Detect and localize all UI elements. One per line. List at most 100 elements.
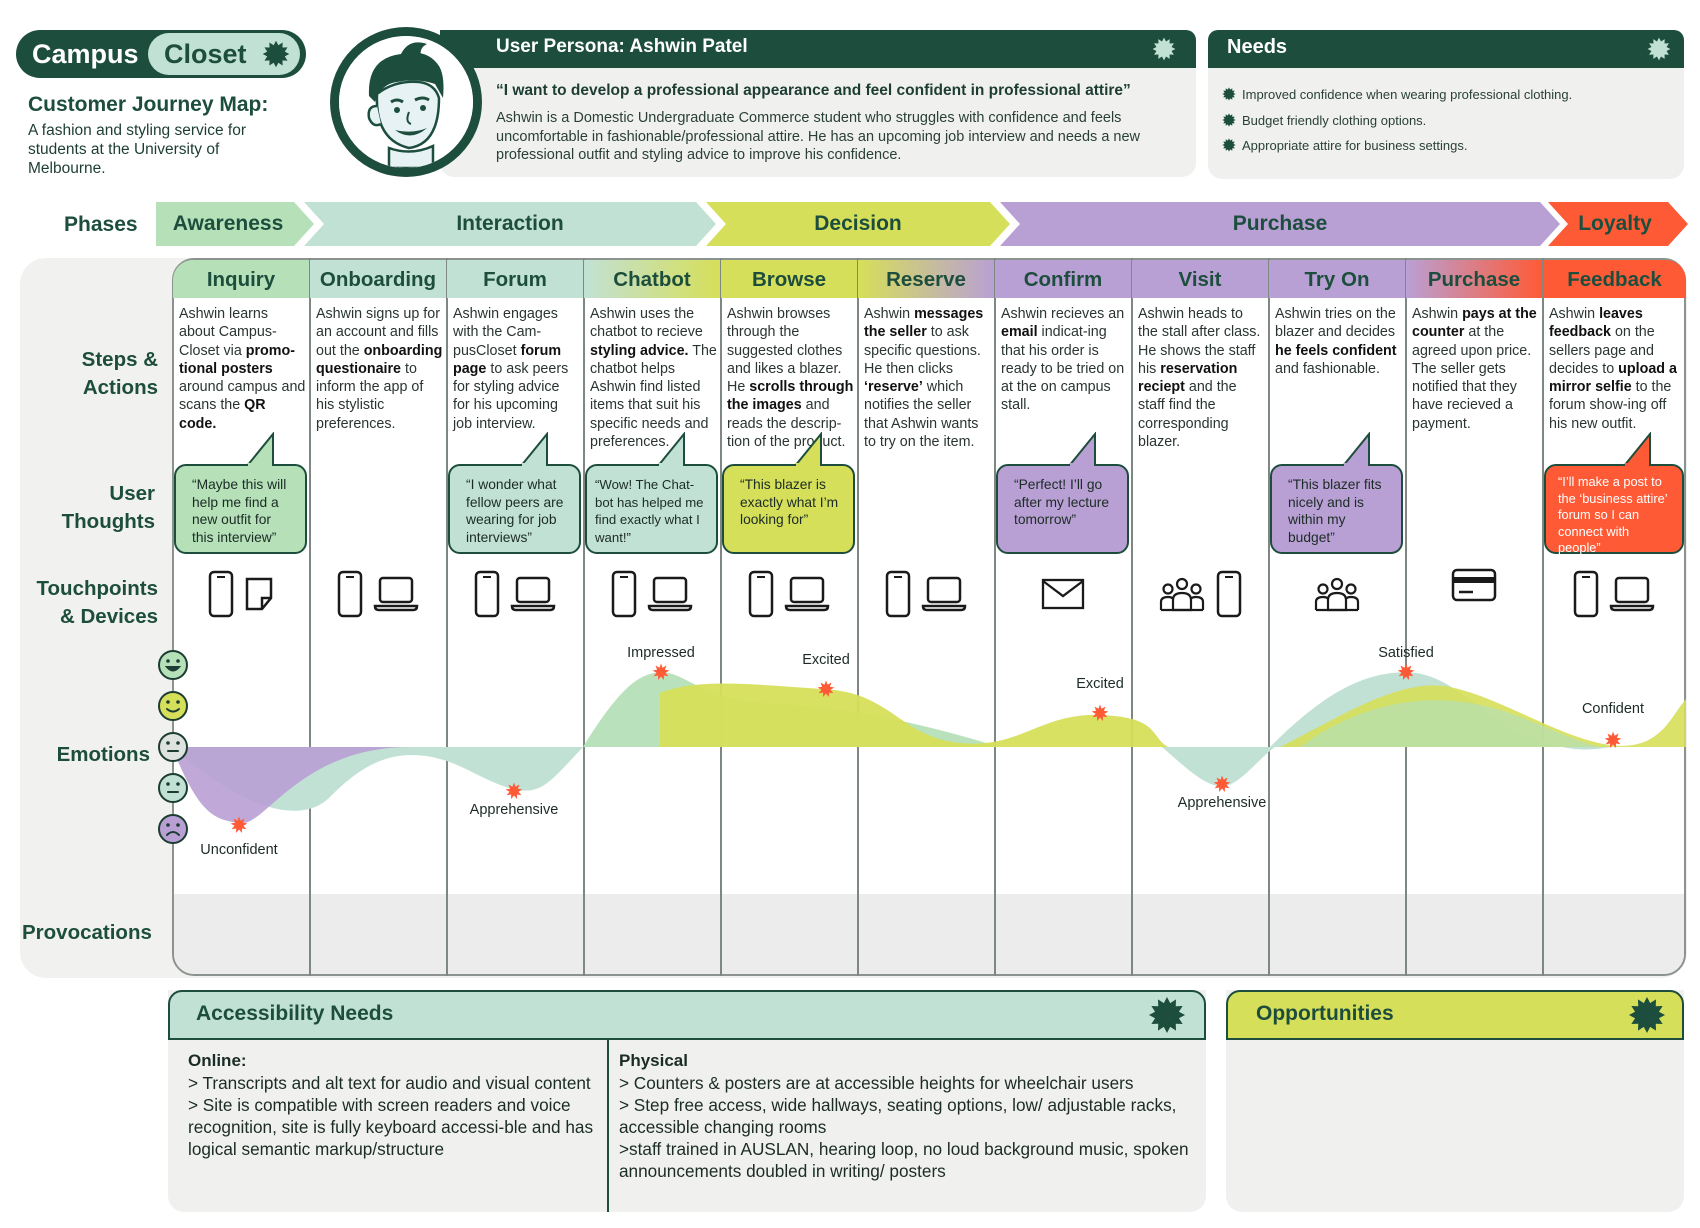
emotion-area [172,747,410,824]
laptop-icon [647,576,693,617]
face-neutral-icon [158,732,188,762]
opportunities-heading: Opportunities [1256,1002,1394,1025]
persona-avatar [330,27,482,177]
step-header-try-on: Try On [1269,260,1405,298]
people-icon [1313,576,1361,617]
phase-loyalty: Loyalty [1548,202,1688,246]
emotion-star-icon [652,663,670,681]
provocations-band [174,894,1684,974]
step-description: Ashwin recieves an email indicat-ing tha… [1001,306,1125,414]
thought-bubble: “Perfect! I’ll go after my lecture tomor… [996,464,1129,554]
physical-item: > Counters & posters are at accessible h… [619,1073,1134,1093]
emotion-label: Excited [1076,676,1124,692]
emotion-label: Apprehensive [469,802,559,819]
emotion-star-icon [1091,704,1109,722]
phone-icon [1573,570,1599,623]
physical-item: > Step free access, wide hallways, seati… [619,1095,1177,1137]
emotion-area [660,683,1168,747]
laptop-icon [510,576,556,617]
row-label-touchpoints: Touchpoints & Devices [36,577,158,628]
online-item: > Transcripts and alt text for audio and… [188,1073,591,1093]
phase-arrow-shape [304,202,716,246]
thought-bubble: “Wow! The Chat-bot has helped me find ex… [585,464,718,554]
step-description: Ashwin heads to the stall after class. H… [1138,306,1261,451]
phase-arrow-shape [1000,202,1560,246]
page-description: A fashion and styling service for studen… [28,122,246,177]
emotion-label: Impressed [627,645,695,662]
row-label-steps: Steps & Actions [81,348,158,399]
column-divider [1131,258,1133,976]
persona-description: Ashwin is a Domestic Undergraduate Comme… [496,110,1141,163]
bullet-burst-icon [1222,113,1236,127]
column-divider [309,258,311,976]
row-label-phases: Phases [64,213,138,236]
step-description: Ashwin browses through the suggested clo… [727,306,854,451]
phase-awareness: Awareness [156,202,314,246]
step-description: Ashwin pays at the counter at the agreed… [1412,306,1537,432]
step-header-feedback: Feedback [1543,260,1686,298]
accessibility-heading: Accessibility Needs [196,1002,394,1025]
thought-bubble: “I wonder what fellow peers are wearing … [448,464,581,554]
step-header-confirm: Confirm [995,260,1131,298]
physical-item: >staff trained in AUSLAN, hearing loop, … [619,1139,1189,1181]
phase-label: Awareness [172,212,284,235]
thought-bubble: “This blazer is exactly what I’m looking… [722,464,855,554]
bubble-tail [1623,432,1651,466]
burst-icon [1152,37,1176,61]
phase-label: Decision [814,212,902,235]
bubble-tail [1342,432,1370,466]
step-header-reserve: Reserve [858,260,994,298]
step-description: Ashwin learns about Campus-Closet via pr… [179,306,306,432]
card-icon [1451,568,1497,607]
bubble-tail [1068,432,1096,466]
thought-bubble: “Maybe this will help me find a new outf… [174,464,307,554]
emotion-star-icon [817,680,835,698]
column-divider [994,258,996,976]
persona-heading: User Persona: Ashwin Patel [496,36,748,57]
column-divider [1542,258,1544,976]
step-header-forum: Forum [447,260,583,298]
emotion-star-icon [230,816,248,834]
need-item: Appropriate attire for business settings… [1222,138,1467,153]
emotion-label: Satisfied [1378,645,1434,662]
phone-icon [611,570,637,623]
row-label-thoughts: User Thoughts [61,482,155,533]
emotion-star-icon [1604,731,1622,749]
page-title: Customer Journey Map: [28,93,269,116]
accessibility-header [168,990,1206,1040]
phase-label: Interaction [456,212,564,235]
step-description: Ashwin messages the seller to ask specif… [864,306,984,451]
persona-quote: “I want to develop a professional appear… [496,82,1131,99]
online-heading: Online: [188,1051,247,1070]
opportunities-header [1226,990,1684,1040]
thought-bubble: “I’ll make a post to the ‘business attir… [1544,464,1684,555]
face-sad-icon [158,814,188,844]
persona-card [440,55,1196,177]
laptop-icon [784,576,830,617]
need-item: Budget friendly clothing options. [1222,113,1426,128]
step-description: Ashwin uses the chatbot to recieve styli… [590,306,717,451]
step-header-browse: Browse [721,260,857,298]
burst-icon [262,40,290,68]
brand-word-campus: Campus [32,39,139,69]
phase-arrow-shape [156,202,314,246]
emotion-label: Apprehensive [1177,795,1267,812]
need-item: Improved confidence when wearing profess… [1222,87,1572,102]
emotion-area [1162,747,1275,787]
emotion-area [1300,700,1600,747]
thought-bubble: “This blazer fits nicely and is within m… [1270,464,1403,554]
emotion-label: Unconfident [200,842,278,859]
burst-icon [1148,996,1186,1034]
column-divider [857,258,859,976]
phase-arrow-shape [1548,202,1688,246]
phone-icon [474,570,500,623]
emotion-label: Confident [1581,701,1645,718]
step-description: Ashwin signs up for an account and fills… [316,306,443,432]
column-divider [1268,258,1270,976]
face-happy-icon [158,691,188,721]
column-divider [583,258,585,976]
step-description: Ashwin leaves feedback on the sellers pa… [1549,306,1677,432]
laptop-icon [1609,576,1655,617]
bubble-tail [246,432,274,466]
